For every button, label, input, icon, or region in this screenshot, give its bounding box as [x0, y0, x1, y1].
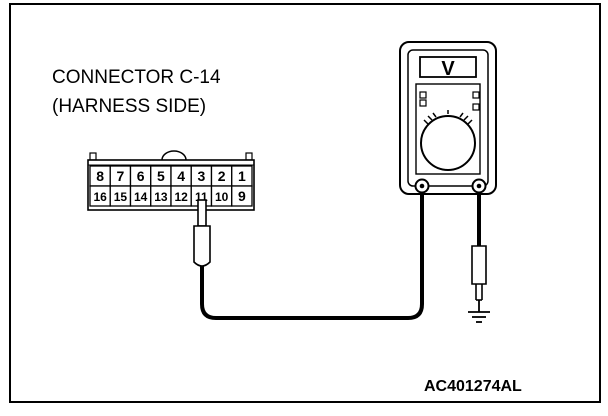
pin-number: 4 [177, 168, 185, 184]
test-probe [193, 199, 211, 267]
indicator-box [419, 91, 427, 99]
pin-cavity [231, 185, 253, 207]
ground-symbol-icon [468, 300, 490, 323]
indicator-box [419, 99, 427, 107]
pin-number: 13 [154, 190, 168, 204]
figure-code: AC401274AL [424, 378, 522, 395]
pin-number: 10 [215, 190, 229, 204]
pin-number: 1 [238, 168, 246, 184]
positive-lead-wire [200, 186, 424, 320]
pin-number: 12 [174, 190, 188, 204]
pin-number: 14 [134, 190, 148, 204]
pin-number: 2 [218, 168, 226, 184]
pin-number: 7 [116, 168, 124, 184]
pin-number: 6 [137, 168, 145, 184]
connector-title-line2: (HARNESS SIDE) [52, 96, 206, 117]
pin-number: 16 [93, 190, 107, 204]
pin-number: 8 [96, 168, 104, 184]
indicator-box [472, 103, 480, 111]
indicator-box [472, 91, 480, 99]
range-dial [420, 115, 476, 171]
pin-number: 9 [238, 188, 246, 204]
ground-probe [471, 245, 487, 301]
meter-display [419, 56, 477, 78]
multimeter: V [399, 41, 497, 195]
dial-ticks [423, 110, 473, 125]
connector-title-line1: CONNECTOR C-14 [52, 67, 221, 88]
pin-number: 5 [157, 168, 165, 184]
pin-number: 3 [197, 168, 205, 184]
pin-number: 15 [114, 190, 128, 204]
meter-mode-symbol: V [441, 58, 455, 80]
diagram-frame [9, 3, 601, 403]
